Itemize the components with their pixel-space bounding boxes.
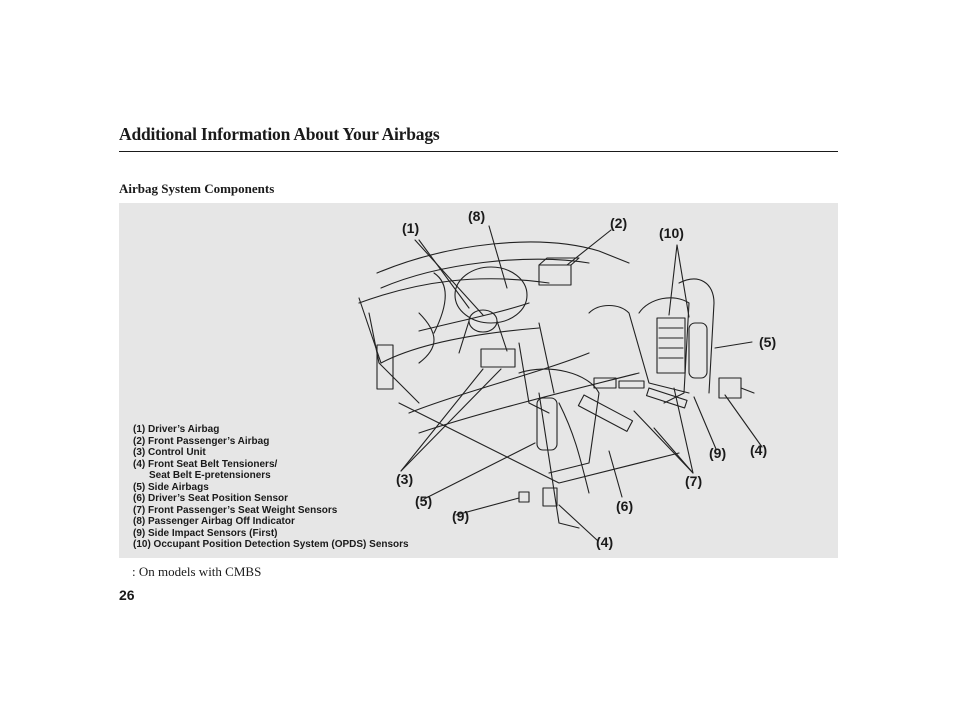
legend-item: (1) Driver’s Airbag (133, 424, 220, 435)
legend-item: (8) Passenger Airbag Off Indicator (133, 516, 295, 527)
legend-item: (5) Side Airbags (133, 481, 209, 493)
callout-8: (8) (468, 208, 486, 224)
callout-7: (7) (685, 473, 703, 489)
legend-item: Seat Belt E-pretensioners (149, 470, 271, 481)
title-divider (119, 151, 838, 152)
callout-5-left: (5) (415, 493, 433, 509)
vehicle-interior-illustration (358, 225, 763, 542)
callout-9-left: (9) (452, 508, 470, 524)
cmbs-footnote: : On models with CMBS (132, 564, 262, 579)
legend-item: (3) Control Unit (133, 447, 206, 458)
section-title: Airbag System Components (119, 181, 275, 196)
callout-10: (10) (659, 225, 684, 241)
callout-9-right: (9) (709, 445, 727, 461)
callout-6: (6) (616, 498, 634, 514)
legend-item: (4) Front Seat Belt Tensioners/ (133, 458, 278, 470)
legend-item: (10) Occupant Position Detection System … (133, 539, 409, 550)
opds-sensor-panel (656, 317, 686, 374)
callout-3: (3) (396, 471, 414, 487)
callout-4-bottom: (4) (596, 534, 614, 550)
page-number: 26 (119, 587, 135, 603)
legend-item: (6) Driver’s Seat Position Sensor (133, 493, 289, 504)
components-legend: (1) Driver’s Airbag (2) Front Passenger’… (133, 424, 409, 551)
legend-item: (7) Front Passenger’s Seat Weight Sensor… (133, 504, 338, 516)
callout-4-right: (4) (750, 442, 768, 458)
page-title: Additional Information About Your Airbag… (119, 124, 440, 144)
legend-item: (9) Side Impact Sensors (First) (133, 527, 278, 539)
callout-1: (1) (402, 220, 420, 236)
airbag-components-figure: (1) (8) (2) (10) (5) (9) (4) (3) (5) (9)… (119, 203, 838, 558)
callout-2: (2) (610, 215, 628, 231)
legend-item: (2) Front Passenger’s Airbag (133, 435, 270, 447)
callout-5-right: (5) (759, 334, 777, 350)
